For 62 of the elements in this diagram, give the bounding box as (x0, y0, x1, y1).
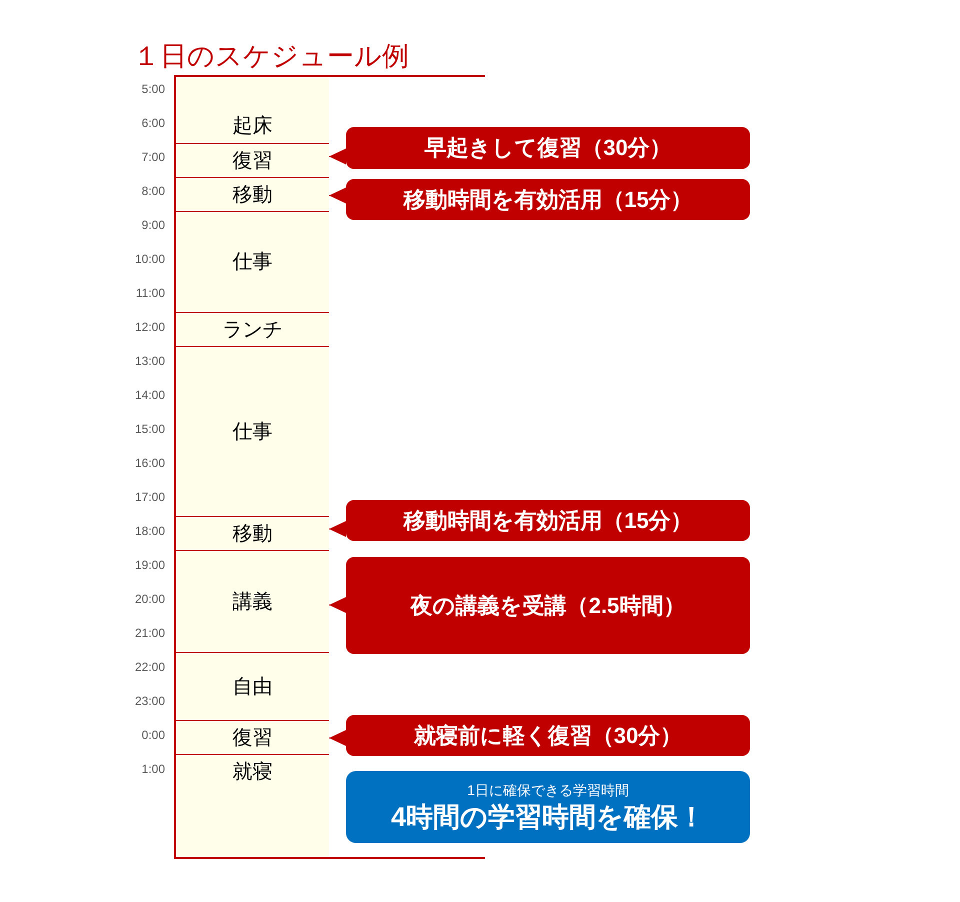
schedule-band (176, 551, 329, 653)
schedule-band (176, 755, 329, 857)
activity-label: 仕事 (232, 420, 272, 442)
activity-label: 就寝 (232, 761, 272, 783)
callout-text: 移動時間を有効活用（15分） (403, 186, 693, 214)
time-label: 14:00 (134, 388, 165, 402)
schedule-band (176, 313, 329, 347)
diagram-title: １日のスケジュール例 (133, 40, 409, 72)
schedule-band (176, 144, 329, 178)
activity-label: 自由 (232, 676, 272, 698)
activity-label: 復習 (232, 726, 272, 748)
time-label: 12:00 (134, 320, 165, 334)
schedule-band (176, 653, 329, 721)
callout-box (346, 715, 750, 756)
time-label: 6:00 (140, 116, 165, 130)
schedule-band (176, 721, 329, 755)
callout-text: 就寝前に軽く復習（30分） (414, 722, 682, 750)
time-label: 18:00 (134, 524, 165, 538)
time-label: 1:00 (140, 762, 165, 776)
activity-label: 講義 (232, 590, 272, 612)
activity-label: 復習 (232, 150, 272, 172)
callout-box (346, 179, 750, 220)
schedule-band (176, 347, 329, 517)
pointer-arrow (328, 730, 346, 746)
summary-caption: 1日に確保できる学習時間 (467, 781, 629, 800)
time-label: 7:00 (140, 150, 165, 164)
callout-box (346, 500, 750, 541)
time-label: 23:00 (134, 694, 165, 708)
time-label: 20:00 (134, 592, 165, 606)
pointer-arrow (328, 148, 346, 164)
activity-label: ランチ (222, 318, 282, 340)
time-label: 22:00 (134, 660, 165, 674)
schedule-band (176, 517, 329, 551)
activity-label: 仕事 (232, 251, 272, 273)
pointer-arrow (328, 521, 346, 537)
schedule-band (176, 178, 329, 212)
summary-box (346, 771, 750, 843)
activity-label: 移動 (232, 522, 272, 544)
pointer-arrow (328, 597, 346, 613)
time-label: 9:00 (140, 218, 165, 232)
time-label: 21:00 (134, 626, 165, 640)
time-label: 16:00 (134, 456, 165, 470)
time-label: 11:00 (134, 286, 165, 300)
callout-text: 夜の講義を受講（2.5時間） (410, 592, 686, 620)
callout-text: 早起きして復習（30分） (424, 134, 672, 162)
schedule-band (176, 212, 329, 313)
schedule-band (176, 77, 329, 144)
time-label: 5:00 (140, 82, 165, 96)
time-label: 8:00 (140, 184, 165, 198)
callout-box (346, 127, 750, 169)
activity-label: 起床 (232, 115, 272, 137)
activity-label: 移動 (232, 184, 272, 206)
callout-text: 移動時間を有効活用（15分） (403, 506, 693, 534)
summary-headline: 4時間の学習時間を確保！ (390, 801, 706, 834)
time-label: 15:00 (134, 422, 165, 436)
time-label: 19:00 (134, 558, 165, 572)
pointer-arrow (328, 188, 346, 204)
time-label: 13:00 (134, 354, 165, 368)
time-label: 10:00 (134, 252, 165, 266)
time-label: 0:00 (140, 728, 165, 742)
time-label: 17:00 (134, 490, 165, 504)
callout-box (346, 557, 750, 654)
